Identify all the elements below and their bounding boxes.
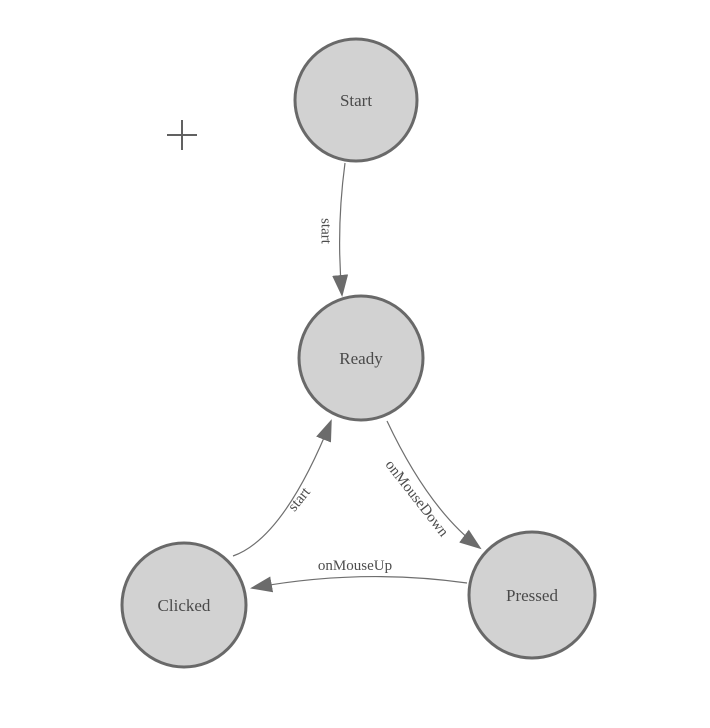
edge-label-pressed-to-clicked: onMouseUp (318, 558, 392, 574)
node-start[interactable]: Start (293, 37, 419, 163)
plus-crosshair-icon (167, 120, 197, 150)
edge-label-clicked-to-ready: start (285, 484, 314, 515)
edge-label-ready-to-pressed: onMouseDown (382, 457, 452, 540)
edges-layer (232, 162, 482, 593)
node-ready[interactable]: Ready (297, 294, 425, 422)
edge-clicked-to-ready[interactable] (232, 419, 332, 557)
node-clicked-shape[interactable] (120, 541, 248, 669)
node-pressed-shape[interactable] (467, 530, 597, 660)
node-pressed[interactable]: Pressed (467, 530, 597, 660)
node-pressed-label: Pressed (506, 586, 558, 605)
edge-ready-to-pressed[interactable] (386, 420, 482, 550)
node-ready-shape[interactable] (297, 294, 425, 422)
edge-pressed-to-clicked[interactable] (250, 576, 468, 593)
node-clicked-label: Clicked (158, 596, 211, 615)
node-ready-label: Ready (339, 349, 383, 368)
node-clicked[interactable]: Clicked (120, 541, 248, 669)
node-start-shape[interactable] (293, 37, 419, 163)
edge-start-to-ready[interactable] (332, 162, 349, 297)
edge-label-start-to-ready: start (318, 218, 334, 245)
node-start-label: Start (340, 91, 372, 110)
